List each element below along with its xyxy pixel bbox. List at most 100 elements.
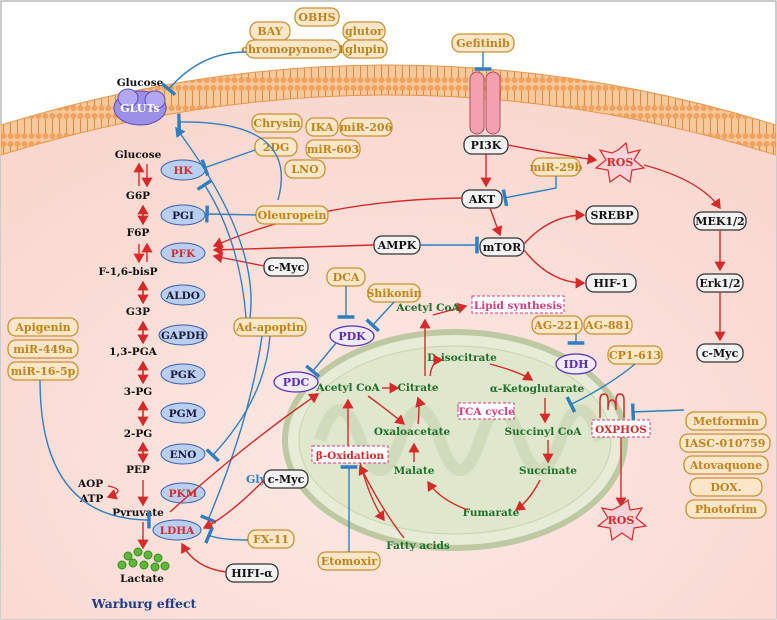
svg-text:D-isocitrate: D-isocitrate	[427, 352, 497, 364]
mek-node: MEK1/2	[695, 215, 744, 228]
svg-text:PGI: PGI	[172, 210, 194, 222]
svg-text:Succinyl CoA: Succinyl CoA	[505, 426, 583, 438]
pdk-node: PDK	[338, 330, 366, 343]
svg-text:Lactate: Lactate	[120, 573, 164, 585]
svg-text:LDHA: LDHA	[160, 525, 195, 537]
gluts-label: GLUTs	[120, 102, 160, 115]
svg-text:PEP: PEP	[126, 464, 150, 476]
svg-text:PGM: PGM	[169, 408, 198, 420]
ampk-node: AMPK	[377, 239, 417, 252]
ag-881: AG-881	[584, 319, 631, 332]
shikonin: Shikonin	[366, 287, 421, 300]
svg-text:α-Ketoglutarate: α-Ketoglutarate	[490, 383, 585, 395]
cmyc-node-right: c-Myc	[702, 347, 739, 360]
ros-burst-icon	[594, 141, 646, 184]
ad-apoptin: Ad-apoptin	[235, 321, 304, 334]
mtor-node: mTOR	[483, 241, 522, 254]
acetyl-coa-cytosol: Acetyl CoA	[395, 302, 460, 314]
svg-text:chromopynone-1: chromopynone-1	[241, 43, 344, 56]
svg-text:3-PG: 3-PG	[124, 386, 153, 398]
cmyc-node-pfk: c-Myc	[268, 261, 305, 274]
gluts-transporter	[113, 88, 167, 126]
beta-oxidation-label: β-Oxidation	[316, 450, 385, 462]
svg-text:F-1,6-bisP: F-1,6-bisP	[98, 266, 157, 278]
glycolysis-enzymes: HK PGI PFK ALDO GAPDH PGK PGM ENO PKM LD…	[152, 159, 208, 541]
left-inhibitors: Apigenin miR-449a miR-16-5p	[7, 317, 79, 381]
erk-node: Erk1/2	[699, 277, 740, 290]
membrane-inhibitors: BAY OBHS glutor chromopynone-1 glupin	[241, 7, 388, 59]
dca: DCA	[333, 271, 360, 284]
svg-text:F6P: F6P	[127, 227, 150, 239]
pdc-node: PDC	[283, 376, 310, 389]
svg-text:Chrysin: Chrysin	[253, 117, 300, 130]
svg-text:Fumarate: Fumarate	[463, 507, 520, 519]
hifi-alpha: HIFI-α	[231, 567, 273, 580]
aop-label: AOP	[77, 478, 103, 490]
idh-node: IDH	[563, 358, 588, 371]
svg-text:miR-16-5p: miR-16-5p	[11, 365, 76, 378]
tca-cycle-label: TCA cycle	[457, 406, 515, 418]
svg-text:GAPDH: GAPDH	[161, 330, 205, 342]
etomoxir: Etomoxir	[321, 555, 378, 568]
svg-text:BAY: BAY	[257, 25, 282, 38]
svg-text:Metformin: Metformin	[693, 415, 759, 428]
svg-text:OBHS: OBHS	[298, 11, 335, 24]
svg-text:G3P: G3P	[126, 306, 150, 318]
svg-text:1,3-PGA: 1,3-PGA	[109, 346, 157, 358]
svg-text:PFK: PFK	[171, 248, 196, 260]
ros-label-2: ROS	[608, 514, 635, 527]
svg-text:2-PG: 2-PG	[124, 428, 153, 440]
svg-text:PKM: PKM	[169, 488, 198, 500]
lactate-dots-icon	[117, 547, 170, 572]
pi3k-node: PI3K	[471, 139, 502, 152]
cmyc-node-ldha: c-Myc	[268, 473, 305, 486]
svg-text:DOX.: DOX.	[710, 481, 741, 494]
svg-text:glupin: glupin	[345, 43, 385, 56]
svg-text:Succinate: Succinate	[519, 465, 577, 477]
fatty-acids: Fatty acids	[386, 540, 450, 552]
gefitinib: Gefitinib	[456, 37, 510, 50]
svg-text:IKA: IKA	[311, 121, 334, 134]
svg-text:Atovaquone: Atovaquone	[689, 459, 762, 472]
svg-text:Oxaloacetate: Oxaloacetate	[374, 426, 451, 438]
svg-text:HK: HK	[173, 165, 193, 177]
svg-text:Glucose: Glucose	[115, 149, 162, 161]
glucose-extracellular: Glucose	[117, 77, 164, 89]
svg-text:Malate: Malate	[394, 465, 435, 477]
ag-221: AG-221	[533, 319, 580, 332]
tca-arrows	[342, 302, 554, 522]
svg-text:ALDO: ALDO	[165, 290, 200, 302]
tca-cycle: Acetyl CoA Citrate D-isocitrate α-Ketogl…	[315, 352, 584, 519]
mir-29b: miR-29b	[530, 161, 583, 174]
srebp-node: SREBP	[590, 209, 633, 222]
oxphos-inhibitors: Metformin IASC-010759 Atovaquone DOX. Ph…	[679, 411, 771, 519]
hif1-node: HIF-1	[593, 277, 628, 290]
lipid-synthesis-label: Lipid synthesis	[474, 300, 562, 312]
warburg-effect-label: Warburg effect	[91, 596, 197, 611]
cristae-icon	[599, 393, 625, 418]
svg-text:glutor: glutor	[345, 25, 383, 38]
glycolysis-arrows	[106, 162, 153, 550]
receptor-icon	[469, 71, 501, 135]
svg-text:2DG: 2DG	[263, 141, 290, 154]
svg-text:Citrate: Citrate	[397, 382, 438, 394]
svg-text:Photofrim: Photofrim	[695, 503, 758, 516]
ros-label: ROS	[607, 156, 634, 169]
svg-text:PGK: PGK	[170, 369, 197, 381]
svg-text:Pyruvate: Pyruvate	[112, 507, 164, 519]
glycolysis-metabolites: Glucose G6P F6P F-1,6-bisP G3P 1,3-PGA 3…	[98, 149, 164, 585]
fx-11: FX-11	[253, 533, 289, 546]
svg-text:IASC-010759: IASC-010759	[685, 437, 766, 450]
akt-node: AKT	[468, 193, 496, 206]
svg-text:Apigenin: Apigenin	[14, 321, 70, 334]
atp-label: ATP	[79, 493, 103, 505]
svg-text:G6P: G6P	[126, 190, 150, 202]
cp1-613: CP1-613	[609, 349, 661, 362]
svg-text:miR-206: miR-206	[340, 121, 393, 134]
svg-text:miR-603: miR-603	[307, 143, 360, 156]
svg-text:Acetyl CoA: Acetyl CoA	[315, 382, 380, 394]
svg-text:ENO: ENO	[170, 449, 197, 461]
svg-text:LNO: LNO	[291, 163, 319, 176]
